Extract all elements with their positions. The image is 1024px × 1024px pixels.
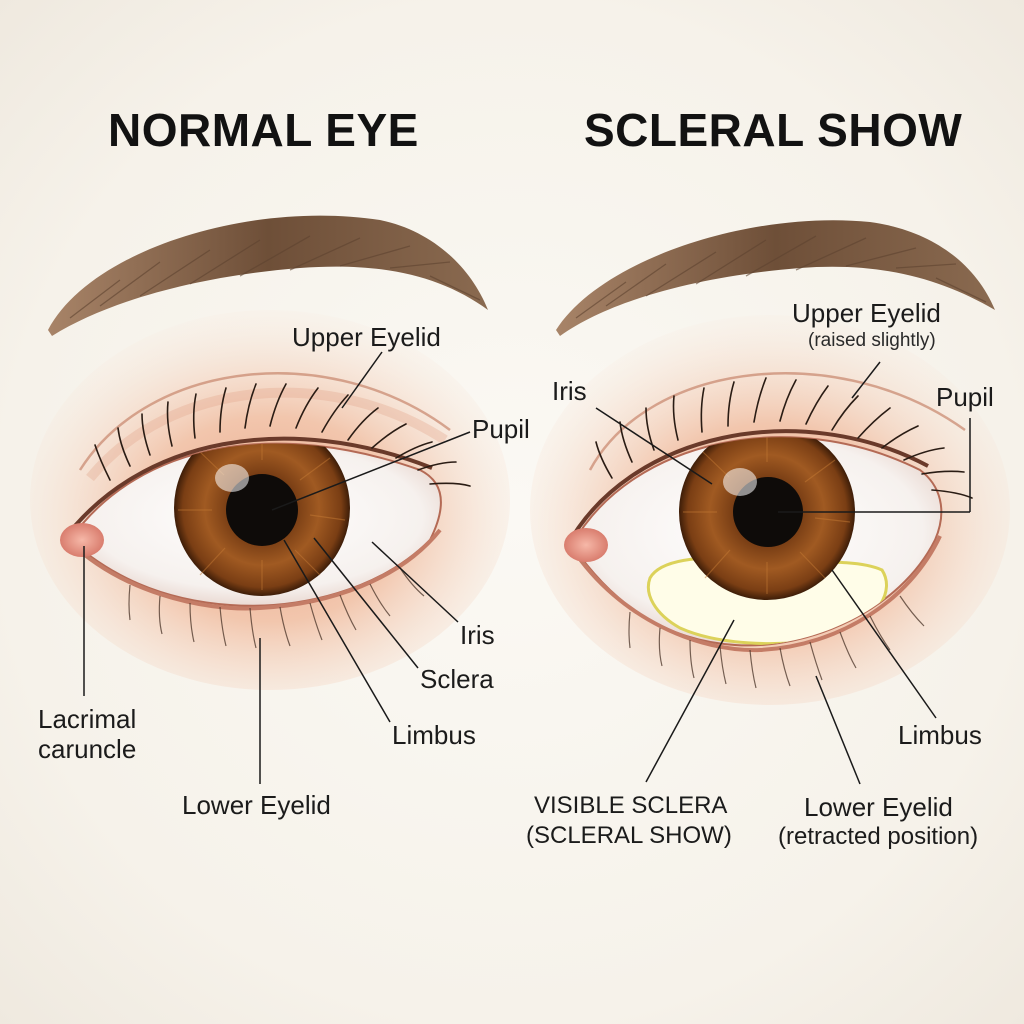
normal-lacrimal-caruncle-label-line2: caruncle: [38, 734, 137, 764]
eyebrow-right: [556, 220, 995, 336]
normal-lacrimal-caruncle-label-line1: Lacrimal: [38, 704, 137, 734]
normal-limbus-label: Limbus: [392, 720, 476, 750]
normal-upper-eyelid-label: Upper Eyelid: [292, 322, 441, 352]
scleral-show-title: SCLERAL SHOW: [584, 104, 963, 156]
scleral-lower-eyelid-label: Lower Eyelid: [804, 792, 953, 822]
normal-sclera-label: Sclera: [420, 664, 494, 694]
normal-lower-eyelid-label: Lower Eyelid: [182, 790, 331, 820]
scleral-lacrimal-caruncle: [564, 528, 608, 562]
eyebrow-left: [48, 215, 488, 336]
normal-pupil-label: Pupil: [472, 414, 530, 444]
normal-eye-illustration: [30, 215, 510, 784]
normal-pupil: [226, 474, 298, 546]
scleral-pupil-label: Pupil: [936, 382, 994, 412]
scleral-iris-label: Iris: [552, 376, 587, 406]
normal-eye-title: NORMAL EYE: [108, 104, 419, 156]
normal-iris-label: Iris: [460, 620, 495, 650]
scleral-upper-eyelid-label: Upper Eyelid: [792, 298, 941, 328]
scleral-limbus-label: Limbus: [898, 720, 982, 750]
scleral-pupil: [733, 477, 803, 547]
visible-sclera-label-line2: (SCLERAL SHOW): [526, 822, 732, 849]
scleral-lower-eyelid-note: (retracted position): [778, 823, 979, 850]
normal-lacrimal-caruncle: [60, 523, 104, 557]
scleral-show-illustration: [530, 220, 1010, 785]
scleral-upper-eyelid-note: (raised slightly): [808, 330, 936, 351]
visible-sclera-label-line1: VISIBLE SCLERA: [534, 792, 728, 819]
